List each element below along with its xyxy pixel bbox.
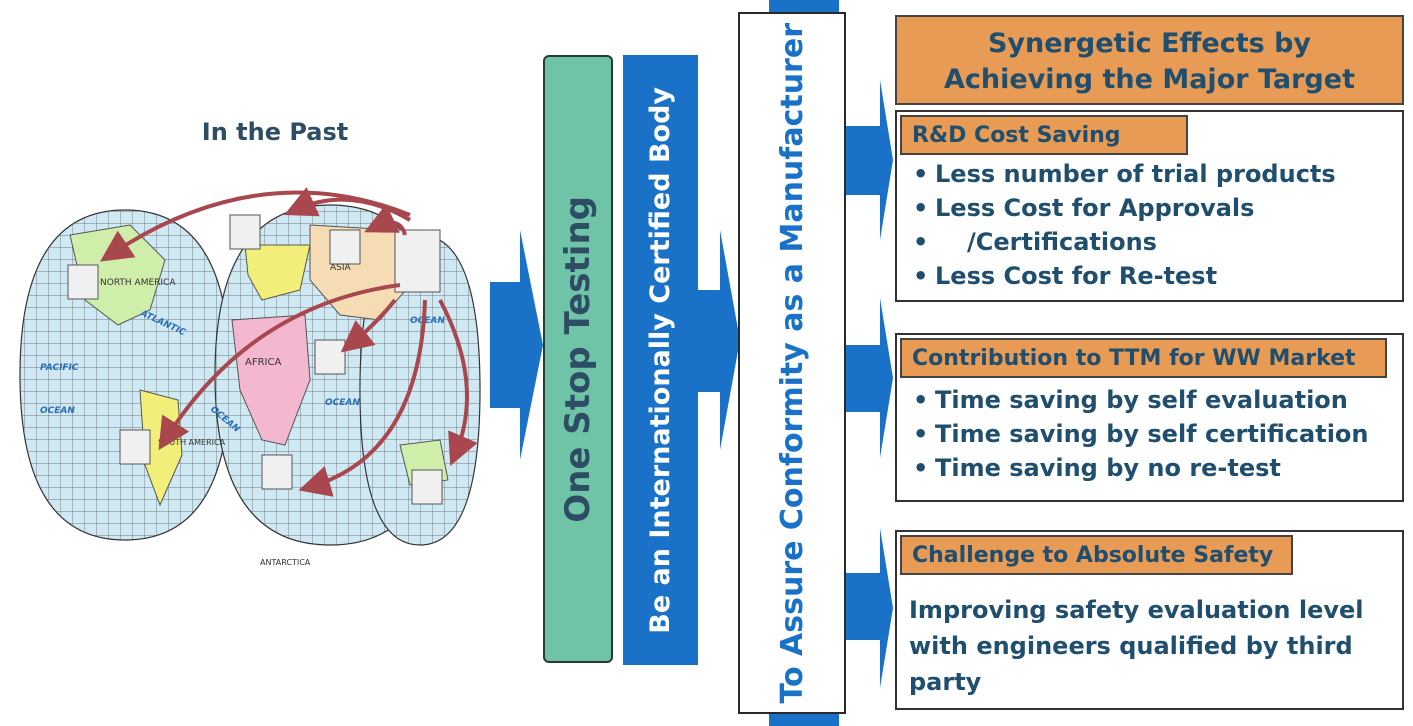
arrow-to-south-america bbox=[158, 283, 401, 451]
label-north-america: NORTH AMERICA bbox=[100, 278, 176, 288]
arrow-testing-to-conformity bbox=[698, 230, 740, 450]
printer-icon bbox=[314, 339, 346, 375]
label-asia: ASIA bbox=[330, 263, 352, 273]
printer-icons bbox=[67, 214, 443, 505]
arrow-to-safety bbox=[846, 528, 893, 688]
list-item: Time saving by self evaluation bbox=[907, 383, 1402, 417]
list-item: Less Cost for Re-test bbox=[907, 259, 1397, 293]
continent-north-america bbox=[69, 224, 166, 326]
label-ocean-left: OCEAN bbox=[40, 406, 75, 416]
connector-bottom bbox=[769, 712, 839, 726]
conformity-label: To Assure Conformity as a Manufacturer bbox=[774, 22, 810, 704]
label-ocean-mid2: OCEAN bbox=[325, 398, 360, 408]
ttm-panel: Contribution to TTM for WW Market Time s… bbox=[895, 333, 1404, 502]
label-africa: AFRICA bbox=[245, 357, 281, 368]
list-item-continuation: /Certifications bbox=[907, 225, 1397, 259]
safety-panel: Challenge to Absolute Safety Improving s… bbox=[895, 530, 1404, 710]
arrow-to-ttm bbox=[846, 298, 893, 458]
printer-icon bbox=[119, 429, 151, 465]
printer-icon bbox=[411, 469, 443, 505]
list-item: Less number of trial products bbox=[907, 157, 1397, 191]
ttm-tag: Contribution to TTM for WW Market bbox=[900, 338, 1387, 378]
arrow-to-south-asia bbox=[298, 299, 427, 497]
shipping-arrows bbox=[100, 187, 478, 497]
ttm-list: Time saving by self evaluation Time savi… bbox=[907, 383, 1402, 485]
arrow-map-to-testing bbox=[490, 230, 543, 460]
arrow-to-rd bbox=[846, 80, 893, 240]
printer-icon bbox=[229, 214, 261, 250]
rd-cost-list: Less number of trial products Less Cost … bbox=[907, 157, 1397, 293]
label-pacific: PACIFIC bbox=[40, 363, 79, 373]
list-item: Less Cost for Approvals bbox=[907, 191, 1397, 225]
header-line-1: Synergetic Effects by bbox=[987, 28, 1312, 59]
conformity-bar: To Assure Conformity as a Manufacturer bbox=[738, 12, 846, 714]
label-ocean-right: OCEAN bbox=[410, 316, 445, 326]
safety-text: Improving safety evaluation level with e… bbox=[909, 596, 1364, 696]
rd-cost-panel: R&D Cost Saving Less number of trial pro… bbox=[895, 110, 1404, 302]
certified-body-label: Be an Internationally Certified Body bbox=[645, 86, 676, 634]
header-line-2: Achieving the Major Target bbox=[944, 64, 1355, 95]
arrow-to-australia bbox=[438, 299, 478, 467]
connector-top bbox=[769, 0, 839, 14]
list-item: Time saving by self certification bbox=[907, 417, 1402, 451]
past-title: In the Past bbox=[201, 118, 349, 146]
synergetic-effects-header: Synergetic Effects by Achieving the Majo… bbox=[895, 15, 1404, 105]
printer-icon bbox=[67, 264, 99, 300]
arrow-to-middle-east bbox=[364, 203, 407, 236]
certified-body-bar: Be an Internationally Certified Body bbox=[623, 55, 698, 665]
arrow-to-africa bbox=[340, 298, 397, 353]
printer-icon bbox=[394, 229, 441, 293]
one-stop-testing-label: One Stop Testing bbox=[558, 195, 598, 523]
flow-arrows bbox=[490, 0, 893, 726]
printer-icon bbox=[261, 454, 293, 490]
safety-tag: Challenge to Absolute Safety bbox=[900, 535, 1293, 575]
one-stop-testing-bar: One Stop Testing bbox=[543, 55, 613, 663]
label-antarctica: ANTARCTICA bbox=[260, 558, 311, 567]
rd-cost-tag: R&D Cost Saving bbox=[900, 115, 1188, 155]
list-item: Time saving by no re-test bbox=[907, 451, 1402, 485]
continent-europe bbox=[244, 244, 311, 301]
world-map: NORTH AMERICA ATLANTIC PACIFIC OCEAN AFR… bbox=[19, 187, 481, 567]
printer-icon bbox=[329, 229, 361, 265]
label-south-america: SOUTH AMERICA bbox=[158, 438, 226, 447]
continent-africa bbox=[231, 314, 311, 446]
